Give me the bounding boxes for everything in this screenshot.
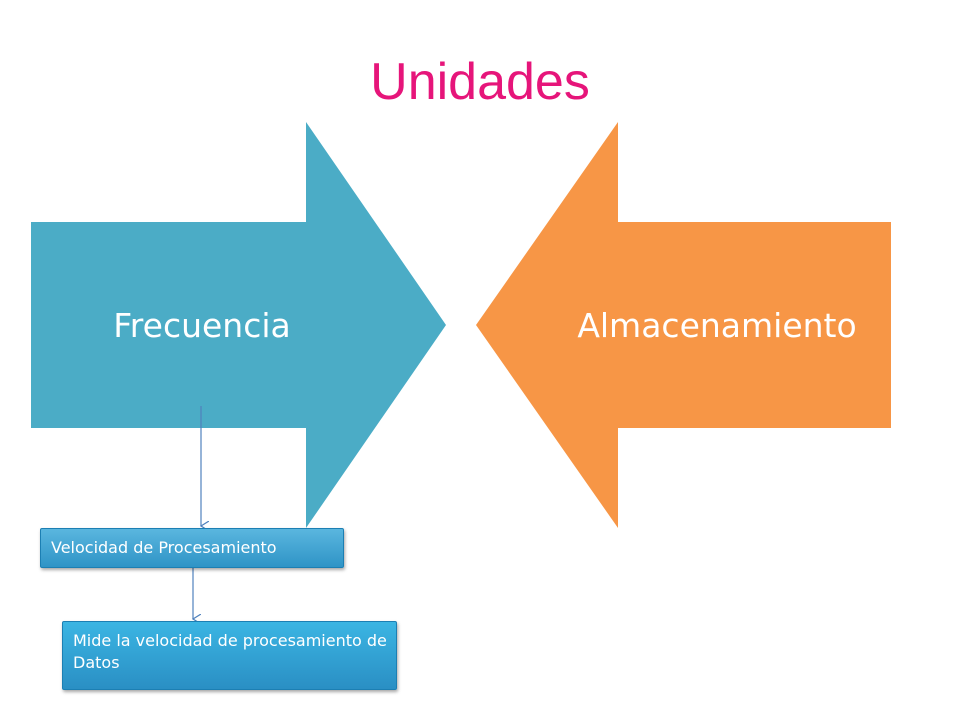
descripcion-text: Mide la velocidad de procesamiento de Da…: [73, 631, 387, 672]
velocidad-procesamiento-text: Velocidad de Procesamiento: [51, 538, 277, 557]
velocidad-procesamiento-box: Velocidad de Procesamiento: [40, 528, 344, 568]
frecuencia-arrow: [31, 122, 446, 528]
almacenamiento-label: Almacenamiento: [577, 306, 856, 345]
frecuencia-label: Frecuencia: [113, 306, 291, 345]
descripcion-box: Mide la velocidad de procesamiento de Da…: [62, 621, 397, 690]
almacenamiento-arrow: [476, 122, 891, 528]
slide-title: Unidades: [370, 53, 590, 111]
